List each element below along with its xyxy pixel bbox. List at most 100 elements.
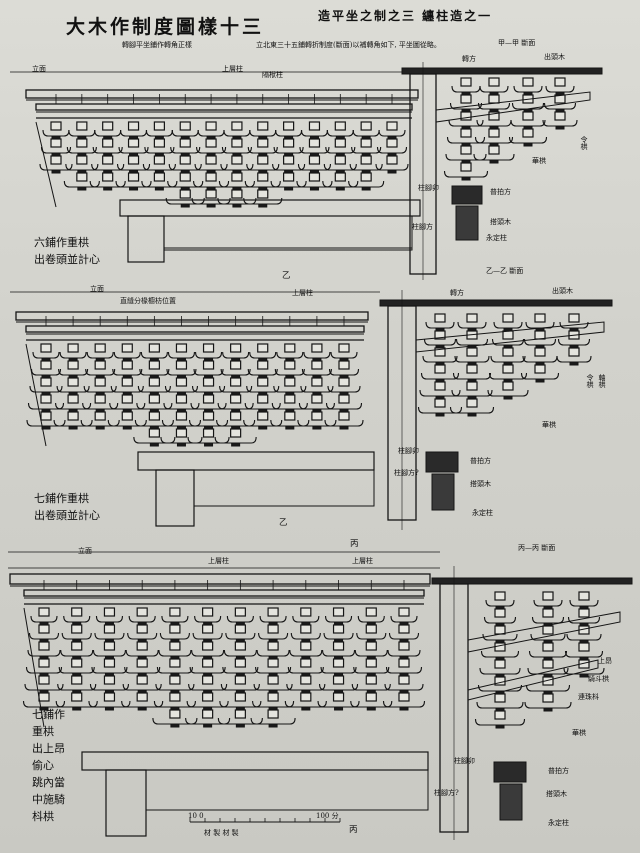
p1-bracket-cap (77, 186, 87, 191)
p3-sec-post (499, 783, 523, 821)
p2-bracket-block (230, 428, 242, 438)
p1-cross-label: 普拍方 (490, 188, 511, 196)
p3-bracket-block (38, 607, 50, 617)
p3-sec-arm (474, 718, 526, 726)
p1-sec-block (460, 145, 472, 155)
p1-bracket-cap (154, 186, 164, 191)
p2-bracket-block (202, 428, 215, 438)
p3-bracket-arm (259, 615, 287, 623)
p1-bracket-block (179, 189, 191, 199)
p2-sec-block (534, 364, 546, 374)
p3-bracket-block (136, 641, 148, 651)
p3-bracket-block (136, 658, 148, 668)
p2-bracket-block (148, 377, 160, 387)
p1-sec-block (522, 128, 534, 138)
p2-bracket-block (230, 394, 242, 404)
p3-sec-slope (467, 611, 621, 653)
p3-sec-arm (533, 599, 563, 607)
p3-bracket-block (71, 641, 83, 651)
p3-bracket-block (38, 675, 50, 685)
p3-sec-arm (527, 667, 569, 675)
p3-sec-arm (480, 650, 520, 658)
p1-foot-label: 柱腳卯 (418, 184, 439, 192)
p3-sec-block (542, 676, 554, 686)
p2-bracket-block (121, 377, 133, 387)
p3-bracket-arm (159, 632, 190, 640)
p3-bracket-block (398, 658, 410, 668)
p3-bracket-arm (124, 666, 161, 674)
p1-bracket-block (386, 155, 398, 165)
p1-bracket-block (231, 155, 243, 165)
p2-bracket-arm (214, 436, 257, 444)
p3-bracket-block (234, 692, 246, 702)
p1-plinth-beam (119, 199, 421, 217)
p2-bracket-arm (32, 351, 60, 359)
p3-bracket-block (103, 607, 116, 617)
p2-sec-arm (490, 355, 526, 363)
p3-bracket-block (202, 692, 214, 702)
p1-sec-post (455, 205, 479, 241)
p2-bracket-arm (30, 368, 62, 376)
p3-bracket-block (365, 658, 377, 668)
p3-bracket-block (202, 607, 214, 617)
p3-bracket-block (136, 675, 148, 685)
p3-bracket-arm (152, 717, 198, 725)
p3-bracket-arm (390, 615, 418, 623)
p2-bracket-cap (285, 425, 295, 430)
p1-bracket-arm (376, 146, 408, 154)
p3-bracket-block (300, 624, 312, 634)
p3-bracket-arm (25, 666, 63, 674)
p2-bracket-block (230, 360, 242, 370)
p3-bracket-cap (72, 706, 82, 711)
p3-cross2-label: 連珠枓 (578, 693, 599, 701)
p1-bracket-block (360, 121, 372, 131)
p1-beam-label: 轉方 (462, 55, 476, 63)
p1-sec-arm (513, 85, 543, 93)
p2-bracket-block (311, 343, 323, 353)
p1-bracket-block (179, 138, 191, 148)
p3-bracket-cap (235, 723, 245, 728)
p2-elevation-label: 立面 (90, 285, 104, 293)
p3-bracket-cap (301, 706, 311, 711)
p1-bracket-cap (335, 186, 345, 191)
p1-sec-arm (445, 153, 487, 161)
p3-bracket-block (267, 709, 279, 719)
p2-column-top-label: 上層柱 (292, 289, 313, 297)
p3-lower-frame (145, 769, 429, 811)
p1-bracket-arm (300, 129, 329, 137)
p3-sec-block (578, 591, 590, 601)
p2-bracket-arm (220, 368, 251, 376)
p2-bracket-block (257, 411, 269, 421)
p3-bracket-cap (39, 706, 49, 711)
p3-bracket-block (300, 692, 312, 702)
p3-bracket-block (169, 641, 181, 651)
page-title: 大木作制度圖樣十三 (66, 16, 265, 38)
p2-side1-label: 令栱 (586, 374, 594, 388)
p2-bracket-arm (303, 351, 331, 359)
p2-bracket-block (311, 360, 323, 370)
p2-bracket-block (175, 411, 188, 421)
p3-caption-line: 中施騎 (32, 793, 65, 806)
p2-bracket-block (40, 411, 52, 421)
p1-post-label: 永定柱 (486, 234, 507, 242)
p1-bracket-arm (275, 129, 303, 137)
p1-bracket-block (50, 138, 62, 148)
p2-bracket-arm (80, 419, 120, 427)
p2-sec-block (502, 364, 514, 374)
p3-bracket-cap (366, 706, 376, 711)
p1-bracket-block (231, 172, 243, 182)
p3-bracket-block (300, 658, 312, 668)
p1-sec-block (460, 111, 472, 121)
p3-bracket-arm (250, 717, 296, 725)
p3-bracket-arm (321, 649, 356, 657)
p1-bracket-block (283, 121, 295, 131)
p3-sec-block (578, 642, 590, 652)
p2-sec-block (466, 381, 478, 391)
p1-bracket-arm (94, 129, 122, 137)
p3-ang-label: 上昂 (598, 657, 612, 665)
p1-bracket-block (334, 155, 346, 165)
p2-bracket-block (148, 428, 160, 438)
p2-sec-block (466, 313, 478, 323)
p1-lower-frame (163, 215, 413, 251)
p3-bracket-arm (189, 666, 226, 674)
